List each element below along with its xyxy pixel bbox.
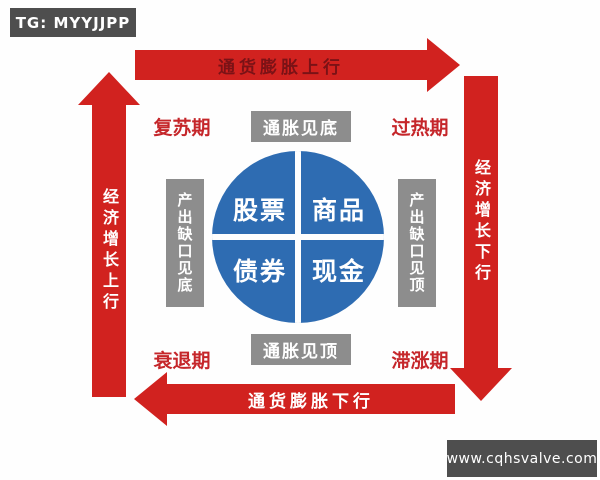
- quadrant-stocks: 股票: [232, 196, 288, 225]
- indicator-output-gap-bottom-label: 产出缺口见底: [175, 192, 194, 294]
- growth-up-arrow-body: 经济增长上行: [92, 105, 126, 397]
- indicator-output-gap-top: 产出缺口见顶: [398, 179, 436, 307]
- down-arrowhead-icon: [450, 368, 512, 401]
- indicator-inflation-top: 通胀见顶: [251, 334, 351, 365]
- quadrant-commodities: 商品: [311, 196, 367, 225]
- inflation-up-label: 通货膨胀上行: [218, 57, 344, 78]
- growth-down-arrow-body: 经济增长下行: [464, 76, 498, 368]
- phase-label-recovery: 复苏期: [153, 117, 211, 139]
- tg-watermark: TG: MYYJJPP: [10, 8, 136, 37]
- up-arrowhead-icon: [78, 72, 140, 105]
- growth-down-label: 经济增长下行: [472, 159, 491, 285]
- inflation-down-label: 通货膨胀下行: [248, 391, 374, 412]
- growth-up-label: 经济增长上行: [100, 188, 119, 314]
- phase-label-recession: 衰退期: [153, 350, 211, 372]
- circle-horizontal-divider: [212, 234, 384, 240]
- phase-label-stagflation: 滞涨期: [391, 350, 449, 372]
- inflation-up-arrow-body: 通货膨胀上行: [135, 50, 427, 80]
- quadrant-cash: 现金: [311, 257, 367, 286]
- inflation-down-arrow-body: 通货膨胀下行: [167, 384, 455, 414]
- indicator-output-gap-bottom: 产出缺口见底: [166, 179, 204, 307]
- asset-clock-circle: 股票 商品 债券 现金: [212, 151, 384, 323]
- right-arrowhead-icon: [427, 38, 460, 92]
- quadrant-bonds: 债券: [232, 257, 288, 286]
- phase-label-overheat: 过热期: [391, 117, 449, 139]
- indicator-output-gap-top-label: 产出缺口见顶: [407, 192, 426, 294]
- indicator-inflation-bottom: 通胀见底: [251, 111, 351, 142]
- website-watermark: www.cqhsvalve.com: [447, 440, 597, 477]
- left-arrowhead-icon: [134, 372, 167, 426]
